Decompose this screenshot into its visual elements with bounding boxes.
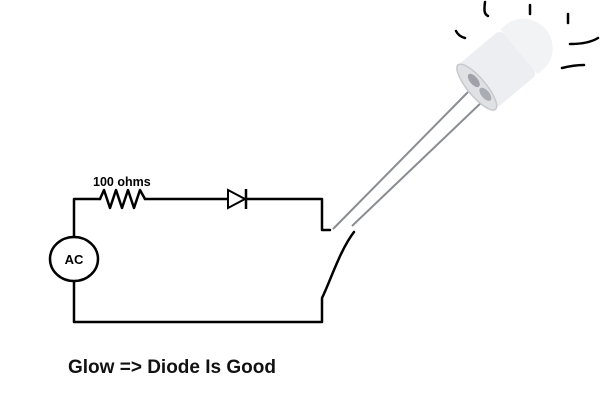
ac-source-label: AC <box>65 252 84 267</box>
resistor-label: 100 ohms <box>93 175 151 189</box>
caption-text: Glow => Diode Is Good <box>68 357 276 378</box>
wire-left-bottom <box>72 230 356 324</box>
wire-left-top <box>72 197 102 238</box>
wire-top-right <box>244 197 332 232</box>
diode-symbol <box>227 188 248 210</box>
led-image <box>332 18 553 230</box>
ac-source <box>48 235 100 283</box>
glow-rays <box>454 0 600 70</box>
resistor <box>98 188 147 210</box>
